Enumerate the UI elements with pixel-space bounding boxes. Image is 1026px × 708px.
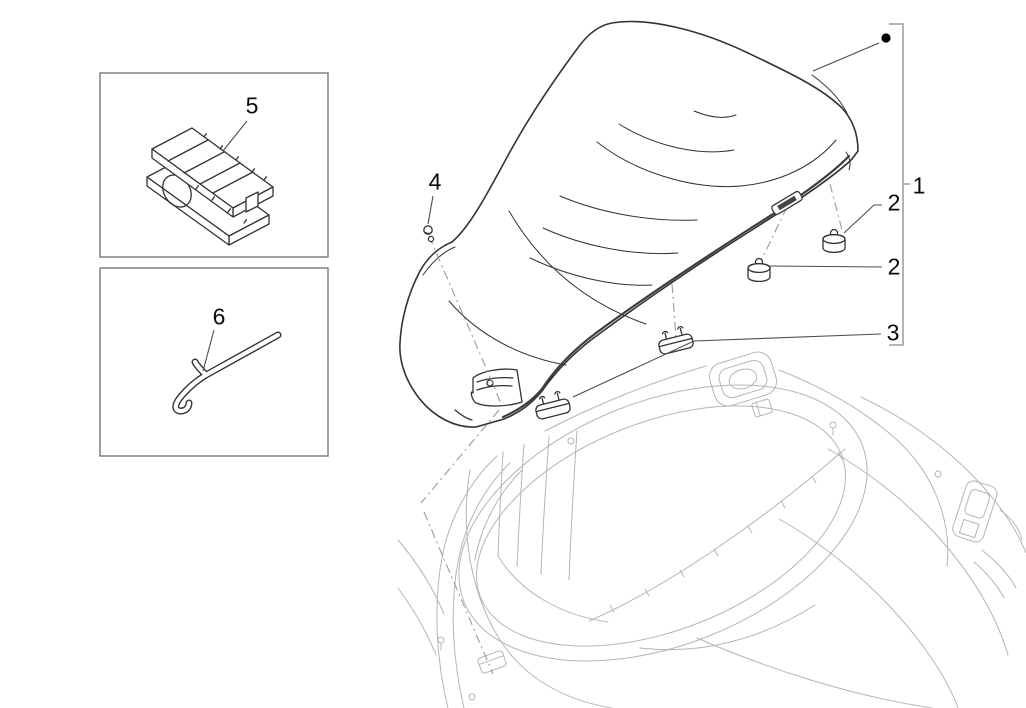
rubber-buffer-upper: [822, 228, 846, 254]
latch-plate-lower: [535, 391, 571, 420]
callout-5: 5: [245, 92, 259, 119]
callout-2-lower: 2: [887, 253, 901, 280]
tail-bracket: [952, 480, 1023, 599]
callout-1: 1: [912, 172, 926, 199]
callout-6: 6: [212, 303, 226, 330]
bucket-front-catch: [477, 650, 507, 674]
inset-box-part6: [99, 267, 329, 457]
inset-box-part5: [99, 72, 329, 258]
saddle-seams: [422, 74, 851, 366]
rubber-buffer-lower: [747, 257, 771, 283]
group-bracket-1: [889, 23, 910, 346]
seat-catch-bracket: [751, 398, 773, 418]
piping-buckle: [771, 190, 803, 216]
bucket-ribs: [497, 430, 609, 623]
callout-4: 4: [428, 168, 442, 195]
screw-part-4: [423, 225, 435, 243]
clamp-part-5-drawing: [146, 127, 274, 246]
clamp-ridges: [167, 133, 268, 224]
vehicle-body-drawing: [397, 351, 1026, 708]
alignment-dash-lines: [420, 183, 843, 675]
rim-segment-strip: [588, 448, 846, 622]
callout-2-upper: 2: [887, 189, 901, 216]
saddle-outline: [399, 20, 859, 428]
bullet-marker-icon: [881, 33, 891, 43]
latch-plate-upper: [658, 326, 694, 355]
saddle-drawing: [399, 20, 859, 428]
callout-3: 3: [886, 319, 900, 346]
body-bolts: [437, 421, 942, 701]
leader-lines: [202, 42, 883, 398]
hook-wrench-part-6-drawing: [172, 331, 282, 415]
fuel-filler-recess: [708, 351, 778, 407]
saddle-nose-housing: [454, 368, 523, 421]
